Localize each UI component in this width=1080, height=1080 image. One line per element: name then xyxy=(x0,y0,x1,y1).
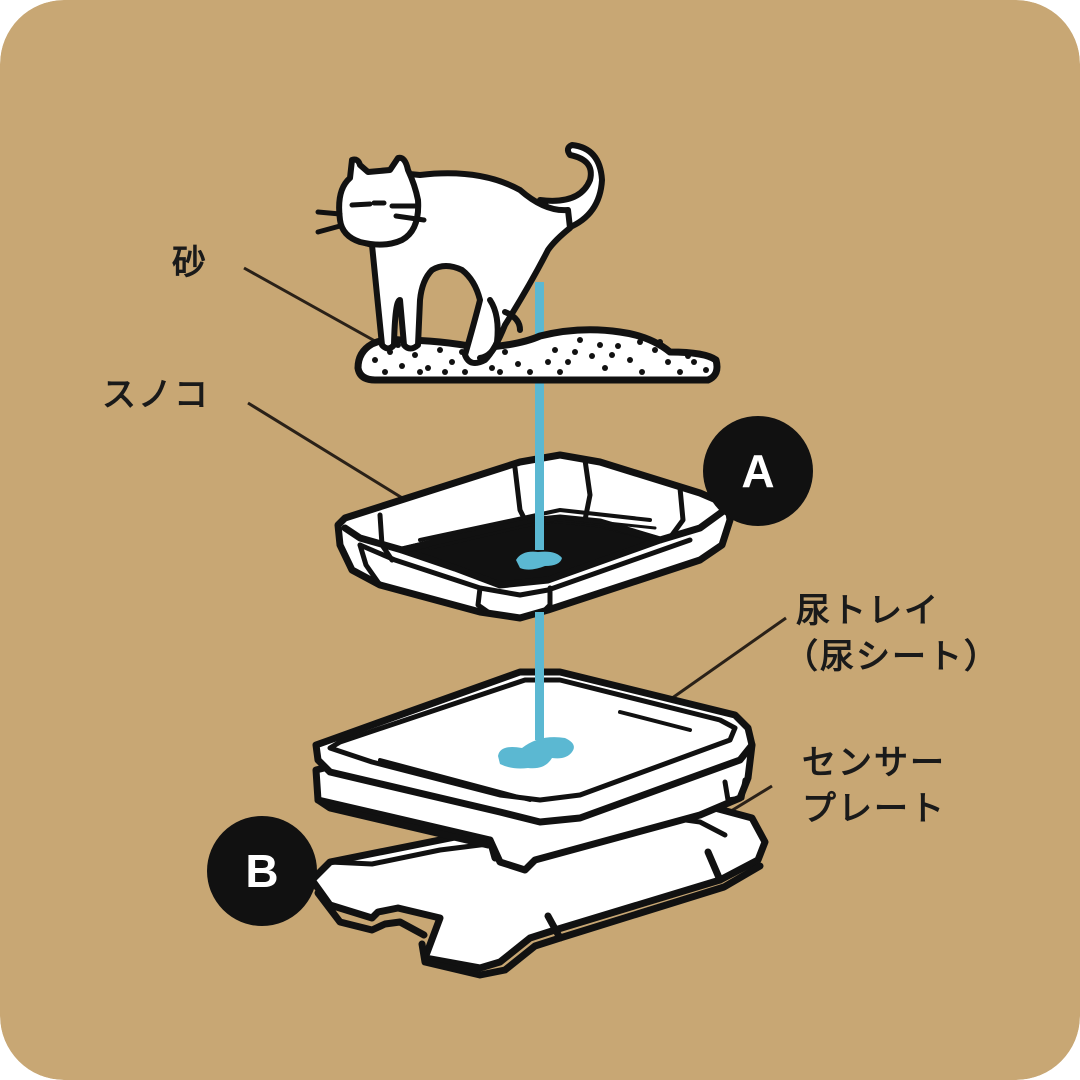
sand-grain xyxy=(677,369,683,375)
sand-grain xyxy=(502,349,508,355)
sand-grain xyxy=(527,369,533,375)
sand-grain xyxy=(572,349,578,355)
urine-flow xyxy=(498,282,574,769)
sand-grain xyxy=(545,359,551,365)
sunoko-tray xyxy=(334,451,734,622)
urine-stream-middle xyxy=(535,372,544,550)
sand-grain xyxy=(489,365,495,371)
urine-stream-bottom xyxy=(535,612,544,740)
sand-grain xyxy=(589,353,595,359)
badge-a: A xyxy=(703,416,813,526)
sand-grain xyxy=(602,365,608,371)
sand-grain xyxy=(425,365,431,371)
sand-grain xyxy=(639,369,645,375)
leader-line-sunoko xyxy=(247,401,426,514)
sand-grain xyxy=(497,369,503,375)
label-urine-tray-line2: （尿シート） xyxy=(784,637,1000,677)
sand-grain xyxy=(552,347,558,353)
sand-grain xyxy=(685,353,691,359)
label-urine-tray-line1: 尿トレイ xyxy=(796,591,940,631)
sand-grain xyxy=(615,343,621,349)
sand-grain xyxy=(691,359,697,365)
label-sensor-plate: センサー プレート xyxy=(802,740,946,832)
urine-puddle-sunoko xyxy=(516,551,562,570)
badge-b: B xyxy=(207,816,317,926)
urine-tray xyxy=(312,668,756,874)
cat-whiskers xyxy=(315,209,343,235)
sand-grain xyxy=(412,352,418,358)
sand-grain xyxy=(637,339,643,345)
label-sensor-plate-line1: センサー xyxy=(802,743,946,783)
sand-grain xyxy=(657,339,663,345)
sand-grain xyxy=(449,359,455,365)
sand-grain xyxy=(399,363,405,369)
label-urine-tray: 尿トレイ （尿シート） xyxy=(784,588,1000,680)
sand-grain xyxy=(627,357,633,363)
sand-grain xyxy=(515,361,521,367)
sand-grain xyxy=(665,359,671,365)
urine-puddle-tray xyxy=(498,737,574,769)
leader-line-urine-tray xyxy=(657,616,787,710)
sand-grain xyxy=(417,369,423,375)
label-sunoko: スノコ xyxy=(102,375,210,415)
label-sand: 砂 xyxy=(172,243,208,283)
sand-grain xyxy=(462,369,468,375)
label-sensor-plate-line2: プレート xyxy=(802,789,946,829)
sand-grain xyxy=(372,357,378,363)
sand-grain xyxy=(597,342,603,348)
sand-grain xyxy=(609,352,615,358)
sand-grain xyxy=(557,369,563,375)
sand-grain xyxy=(577,337,583,343)
sand-grain xyxy=(442,369,448,375)
sand-grain xyxy=(437,347,443,353)
cat-eye-left xyxy=(349,201,373,208)
sand-grain xyxy=(703,367,709,373)
sand-grain xyxy=(652,347,658,353)
sand-grain xyxy=(382,369,388,375)
urine-stream-top xyxy=(535,282,544,364)
cat-back-leg xyxy=(477,297,501,361)
sand-grain xyxy=(565,359,571,365)
cat-illustration xyxy=(315,142,605,367)
